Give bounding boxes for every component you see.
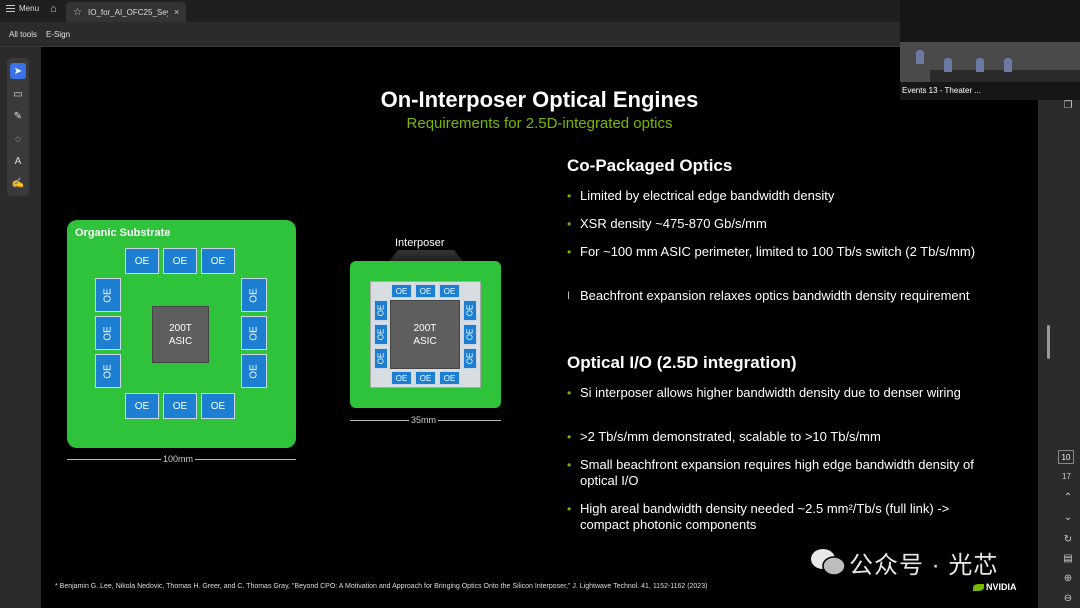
dimension-label-35mm: 35mm [409, 415, 439, 425]
video-caption: Events 13 - Theater ... [902, 86, 982, 95]
bullet-item: •Limited by electrical edge bandwidth de… [567, 188, 835, 203]
text-cursor-icon: I [567, 290, 571, 302]
oe-chip: OE [415, 371, 436, 385]
panelist [976, 58, 984, 72]
slide-title: On-Interposer Optical Engines [380, 87, 699, 112]
oe-chip: OE [125, 248, 159, 274]
interposer-package-diagram: OE OE OE OE OE OE OE OE OE OE OE OE 200T… [350, 261, 501, 408]
oe-chip: OE [201, 393, 235, 419]
oe-chip: OE [95, 316, 121, 350]
oe-chip: OE [374, 348, 388, 369]
section-heading-optical-io: Optical I/O (2.5D integration) [567, 353, 797, 372]
menu-button[interactable]: Menu [6, 4, 39, 13]
slide-subtitle: Requirements for 2.5D-integrated optics [406, 115, 673, 132]
vertical-scrollbar[interactable] [1047, 325, 1050, 359]
oe-chip: OE [163, 248, 197, 274]
oe-chip: OE [241, 354, 267, 388]
bullet-item: •For ~100 mm ASIC perimeter, limited to … [567, 244, 976, 259]
bullet-item: •Si interposer allows higher bandwidth d… [567, 385, 961, 400]
substrate-label: Organic Substrate [75, 227, 171, 239]
top-tab-bar: Menu ⌂ ☆ IO_for_AI_OFC25_Seye... × [0, 0, 1080, 22]
footnote: * Benjamin G. Lee, Nikola Nedovic, Thoma… [55, 583, 708, 590]
refresh-icon[interactable]: ↻ [1063, 533, 1073, 545]
signature-tool-icon[interactable]: ✍ [11, 177, 25, 189]
interposer-label: Interposer [395, 237, 445, 249]
document-tab[interactable]: ☆ IO_for_AI_OFC25_Seye... × [66, 2, 186, 22]
copy-icon[interactable]: ❐ [1063, 99, 1073, 111]
nvidia-logo: NVIDIA [973, 582, 1017, 592]
oe-chip: OE [439, 284, 460, 298]
text-tool-icon[interactable]: A [14, 155, 22, 167]
comment-tool-icon[interactable]: ▭ [13, 88, 23, 100]
chevron-down-icon[interactable]: ⌄ [1063, 511, 1073, 523]
zoom-out-icon[interactable]: ⊖ [1063, 592, 1073, 604]
bullet-item: •Small beachfront expansion requires hig… [567, 457, 974, 488]
home-icon[interactable]: ⌂ [50, 3, 57, 15]
dimension-label-100mm: 100mm [161, 454, 196, 464]
oe-chip: OE [125, 393, 159, 419]
star-icon[interactable]: ☆ [73, 6, 82, 18]
right-panel [1038, 47, 1080, 608]
bullet-item: •XSR density ~475-870 Gb/s/mm [567, 216, 767, 231]
oe-chip: OE [95, 354, 121, 388]
oe-chip: OE [415, 284, 436, 298]
bullet-item: •High areal bandwidth density needed ~2.… [567, 501, 950, 532]
interposer: OE OE OE OE OE OE OE OE OE OE OE OE 200T… [370, 281, 481, 388]
bullet-item: •>2 Tb/s/mm demonstrated, scalable to >1… [567, 429, 881, 444]
oe-chip: OE [439, 371, 460, 385]
panelist [1004, 58, 1012, 72]
all-tools-button[interactable]: All tools [9, 30, 38, 39]
oe-chip: OE [463, 324, 477, 345]
oe-chip: OE [463, 300, 477, 321]
save-page-icon[interactable]: ▤ [1063, 552, 1073, 564]
oe-chip: OE [201, 248, 235, 274]
oe-chip: OE [374, 324, 388, 345]
video-overlay[interactable]: Events 13 - Theater ... [900, 0, 1080, 100]
pen-tool-icon[interactable]: ✎ [13, 110, 23, 122]
speaker [916, 50, 924, 64]
oe-chip: OE [95, 278, 121, 312]
watermark: 公众号 · 光芯 [849, 552, 999, 579]
wechat-icon [811, 549, 846, 576]
slide-canvas: On-Interposer Optical Engines Requiremen… [41, 47, 1038, 608]
oe-chip: OE [163, 393, 197, 419]
menu-label: Menu [19, 4, 40, 13]
select-tool-icon[interactable]: ➤ [10, 63, 26, 79]
page-number-input[interactable]: 10 [1058, 450, 1074, 464]
close-tab-icon[interactable]: × [173, 7, 180, 17]
esign-button[interactable]: E-Sign [46, 30, 71, 39]
tab-title: IO_for_AI_OFC25_Seye... [87, 7, 168, 17]
page-total: 17 [1062, 472, 1071, 481]
left-tool-rail: ➤ ▭ ✎ ◌ A ✍ [7, 58, 29, 196]
oe-chip: OE [374, 300, 388, 321]
chevron-up-icon[interactable]: ⌃ [1063, 491, 1073, 503]
organic-substrate-diagram: Organic Substrate OE OE OE OE OE OE OE O… [67, 220, 296, 448]
panelist [944, 58, 952, 72]
oe-chip: OE [391, 284, 412, 298]
oe-chip: OE [241, 278, 267, 312]
lasso-tool-icon[interactable]: ◌ [15, 133, 21, 145]
hamburger-icon [6, 5, 15, 12]
section-heading-cpo: Co-Packaged Optics [567, 156, 733, 175]
oe-chip: OE [391, 371, 412, 385]
nvidia-eye-icon [973, 584, 984, 592]
zoom-in-icon[interactable]: ⊕ [1063, 572, 1073, 584]
oe-chip: OE [241, 316, 267, 350]
panel-table [930, 70, 1080, 82]
oe-chip: OE [463, 348, 477, 369]
